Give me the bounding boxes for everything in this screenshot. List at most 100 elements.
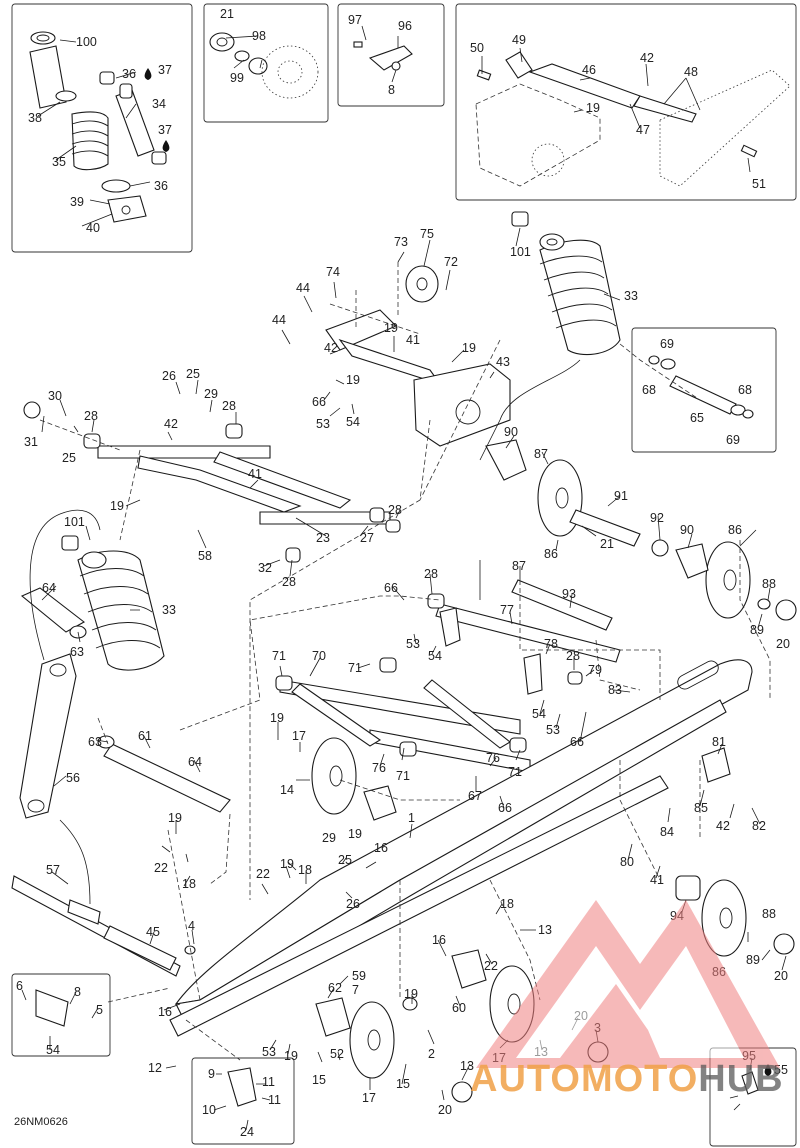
callout: 19 [168, 811, 182, 825]
watermark-logo [476, 900, 780, 1068]
callout: 53 [316, 417, 330, 431]
callout: 65 [690, 411, 704, 425]
callout: 39 [70, 195, 84, 209]
callout: 25 [62, 451, 76, 465]
callout: 19 [404, 987, 418, 1001]
idler-bearing-inset-parts [209, 32, 319, 99]
wheel-86-lower [701, 879, 747, 957]
callout: 89 [746, 953, 760, 967]
callout: 74 [326, 265, 340, 279]
callout: 40 [86, 221, 100, 235]
callout: 11 [268, 1093, 281, 1107]
callout: 42 [716, 819, 730, 833]
callout: 9 [208, 1067, 215, 1081]
callout: 13 [460, 1059, 474, 1073]
callout: 68 [642, 383, 656, 397]
callout: 50 [470, 41, 484, 55]
callout: 19 [348, 827, 362, 841]
callout: 25 [186, 367, 200, 381]
callout: 18 [182, 877, 196, 891]
callout: 76 [372, 761, 386, 775]
callout: 71 [396, 769, 410, 783]
callout: 16 [158, 1005, 172, 1019]
callout: 88 [762, 577, 776, 591]
callout: 84 [660, 825, 674, 839]
callout: 21 [220, 7, 234, 21]
callout: 48 [684, 65, 698, 79]
callout-labels: 100 36 37 34 38 35 37 36 39 40 21 98 99 … [16, 7, 790, 1139]
callout: 54 [46, 1043, 60, 1057]
callout: 28 [222, 399, 236, 413]
callout: 19 [346, 373, 360, 387]
callout: 20 [776, 637, 790, 651]
callout: 19 [384, 321, 398, 335]
bracket-inset-parts [353, 41, 413, 71]
wheel-axle-detail-box [631, 327, 777, 453]
callout: 38 [28, 111, 42, 125]
callout: 6 [16, 979, 23, 993]
callout: 62 [328, 981, 342, 995]
upper-mount-assembly [325, 265, 511, 447]
callout: 43 [496, 355, 510, 369]
callout: 28 [282, 575, 296, 589]
callout: 29 [322, 831, 336, 845]
callout: 14 [280, 783, 294, 797]
callout: 71 [348, 661, 362, 675]
idler-bearing-detail-box [203, 3, 329, 123]
callout: 1 [408, 811, 415, 825]
callout: 5 [96, 1003, 103, 1017]
callout: 93 [562, 587, 576, 601]
callout: 37 [158, 63, 172, 77]
callout: 101 [64, 515, 85, 529]
callout: 53 [406, 637, 420, 651]
callout: 21 [600, 537, 614, 551]
shock-inset-parts [29, 31, 170, 223]
callout: 46 [582, 63, 596, 77]
callout: 64 [42, 581, 56, 595]
callout: 72 [444, 255, 458, 269]
callout: 10 [202, 1103, 216, 1117]
callout: 19 [110, 499, 124, 513]
watermark-text: AUTOMOTOHUB [470, 1058, 784, 1101]
callout: 69 [660, 337, 674, 351]
callout: 19 [270, 711, 284, 725]
callout: 7 [352, 983, 359, 997]
callout-leaders [21, 25, 787, 1131]
callout: 66 [384, 581, 398, 595]
callout: 44 [272, 313, 286, 327]
callout: 16 [374, 841, 388, 855]
callout: 71 [508, 765, 522, 779]
callout: 35 [52, 155, 66, 169]
callout: 53 [546, 723, 560, 737]
rear-shock-spring [511, 211, 621, 356]
oil-drop-icon [144, 68, 152, 80]
callout: 28 [566, 649, 580, 663]
callout: 42 [324, 341, 338, 355]
plate-detail-box [191, 1057, 295, 1145]
callout: 86 [728, 523, 742, 537]
watermark-text-part2: HUB [698, 1058, 784, 1100]
shock-absorber-detail-box [11, 3, 193, 253]
callout: 87 [534, 447, 548, 461]
front-arm-inset-parts [475, 51, 791, 187]
callout: 25 [338, 853, 352, 867]
slide-rail [11, 659, 753, 1037]
callout: 69 [726, 433, 740, 447]
callout: 66 [312, 395, 326, 409]
callout: 8 [388, 83, 395, 97]
bracket-detail-box [337, 3, 445, 107]
callout: 100 [76, 35, 97, 49]
callout: 54 [532, 707, 546, 721]
wheel-87 [537, 459, 583, 537]
callout: 78 [544, 637, 558, 651]
callout: 19 [586, 101, 600, 115]
callout: 90 [680, 523, 694, 537]
callout: 71 [272, 649, 286, 663]
callout: 20 [438, 1103, 452, 1117]
bumper-detail-box [11, 973, 111, 1057]
callout: 12 [148, 1061, 162, 1075]
callout: 28 [424, 567, 438, 581]
callout: 75 [420, 227, 434, 241]
callout: 41 [650, 873, 664, 887]
callout: 19 [462, 341, 476, 355]
